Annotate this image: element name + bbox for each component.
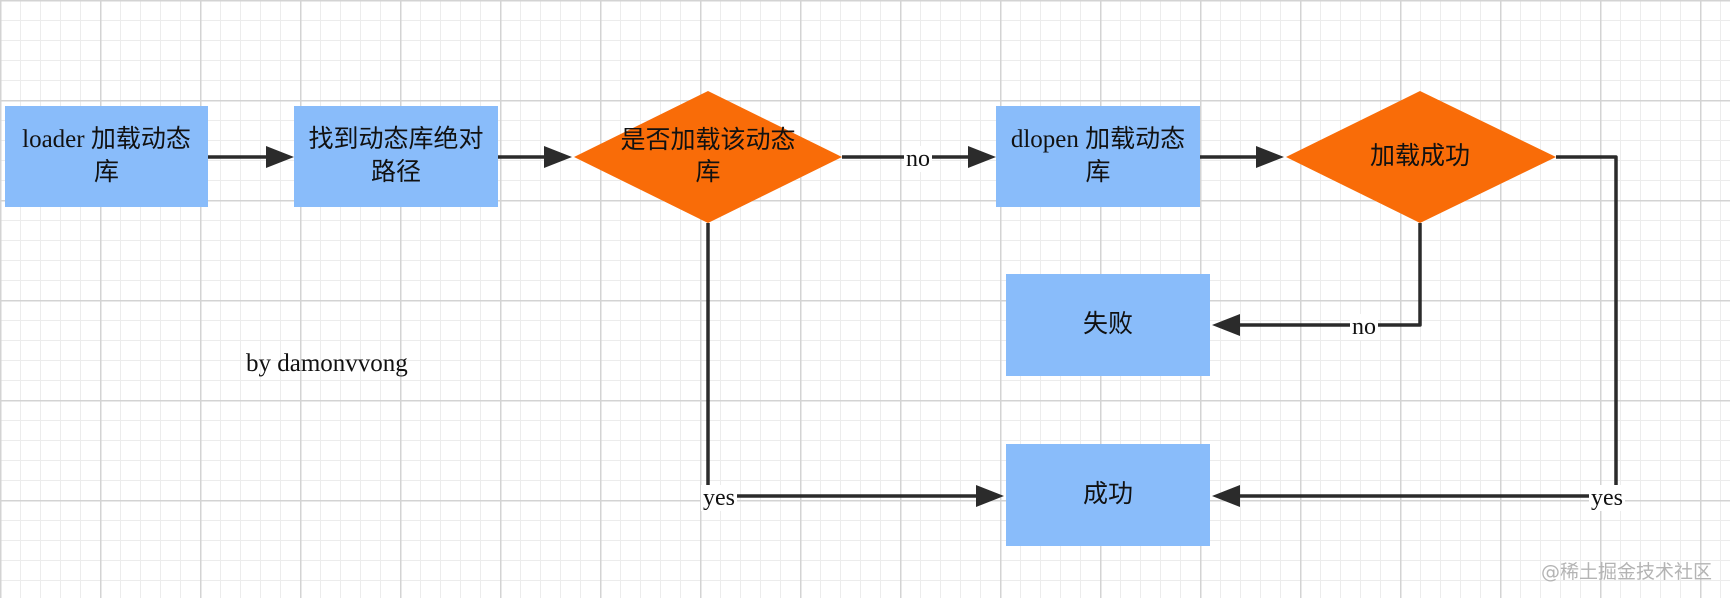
node-fail-label: 失败: [1082, 310, 1133, 338]
node-load-ok-label: 加载成功: [1369, 142, 1470, 170]
edge-label-yes-right: yes: [1589, 485, 1625, 511]
arrowhead-left-fail: [1212, 314, 1240, 336]
node-dlopen-label: dlopen 加载动态库: [1010, 126, 1186, 186]
node-start: loader 加载动态库: [5, 106, 208, 207]
decision-diamond-is-loaded: [574, 91, 842, 223]
node-find-path: 找到动态库绝对路径: [294, 106, 498, 207]
edge-label-no-top: no: [904, 146, 932, 172]
node-find-path-label: 找到动态库绝对路径: [308, 126, 484, 186]
arrowhead-right-2: [544, 146, 572, 168]
edge-is-loaded-to-success: [706, 223, 976, 498]
edge-label-yes-left: yes: [701, 485, 737, 511]
arrowhead-left-success: [1212, 485, 1240, 507]
node-success: 成功: [1006, 444, 1210, 546]
arrowhead-right-3: [968, 146, 996, 168]
arrowhead-right-success: [976, 485, 1004, 507]
node-start-label: loader 加载动态库: [22, 126, 191, 186]
node-load-ok: 加载成功: [1320, 116, 1520, 198]
decision-diamond-load-ok: [1286, 91, 1556, 223]
arrowhead-right-1: [266, 146, 294, 168]
edge-load-ok-to-success: [1240, 155, 1618, 498]
node-fail: 失败: [1006, 274, 1210, 376]
arrowhead-right-4: [1256, 146, 1284, 168]
author-credit: by damonvvong: [246, 350, 408, 377]
node-dlopen: dlopen 加载动态库: [996, 106, 1200, 207]
edge-label-no-fail: no: [1350, 314, 1378, 340]
node-is-loaded-label: 是否加载该动态库: [620, 126, 796, 187]
node-success-label: 成功: [1082, 480, 1133, 508]
node-is-loaded: 是否加载该动态库: [618, 116, 798, 198]
edge-load-ok-to-fail: [1240, 223, 1422, 327]
watermark: @稀土掘金技术社区: [1540, 561, 1712, 583]
